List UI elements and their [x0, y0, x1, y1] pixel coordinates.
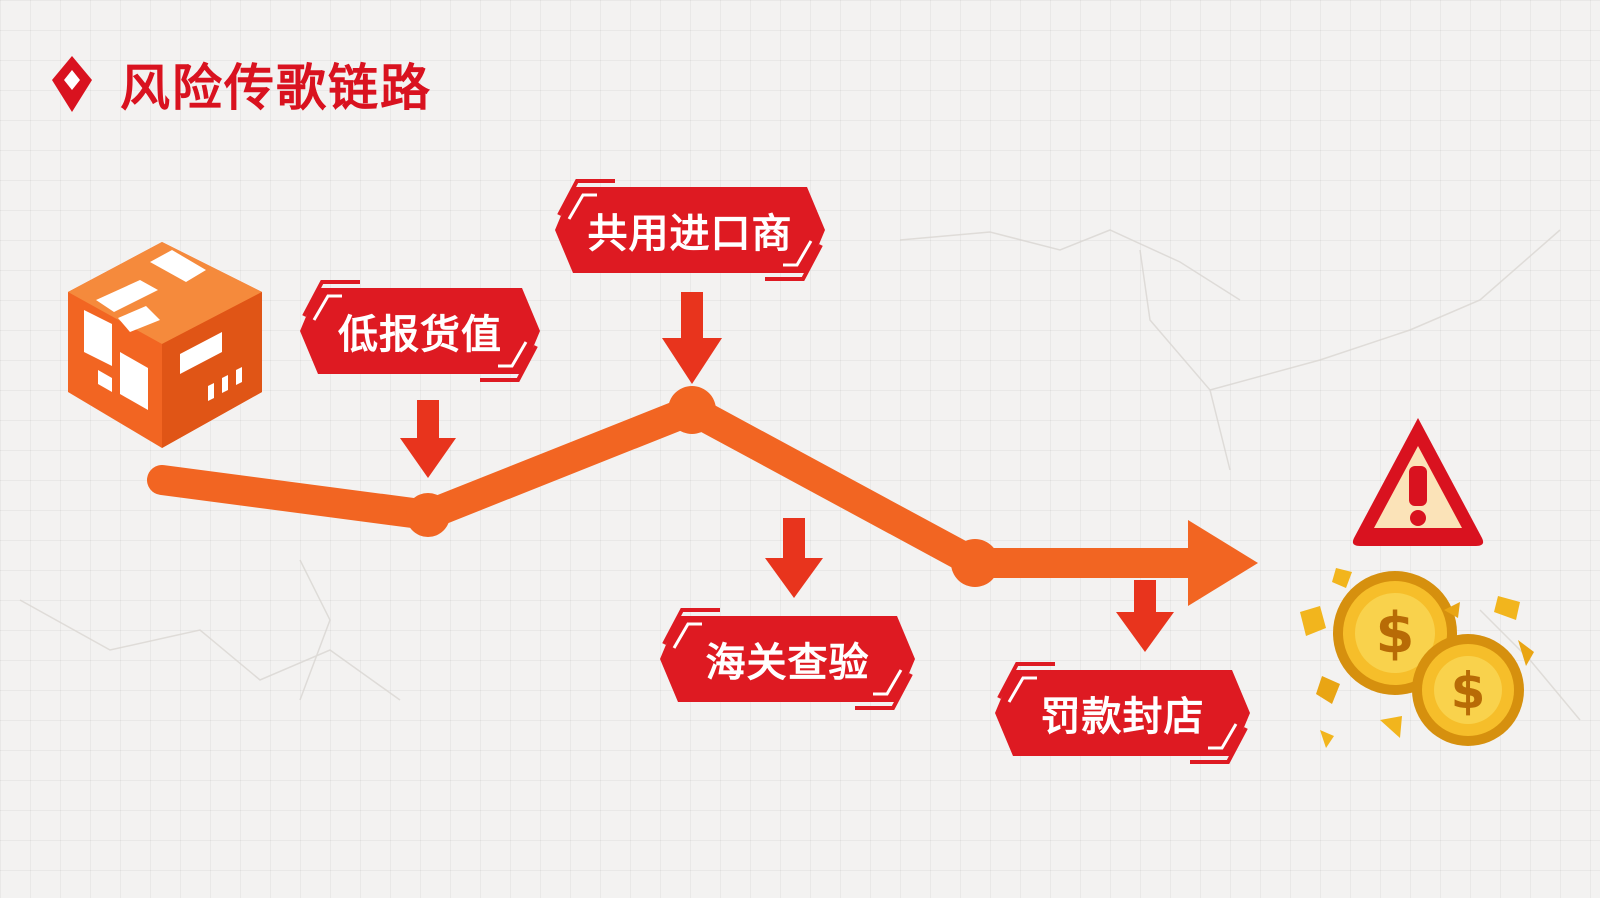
label-frame-icon	[300, 280, 540, 382]
svg-text:$: $	[1376, 601, 1415, 666]
node-customs-inspection: 海关查验	[660, 604, 915, 714]
label-frame-icon	[660, 608, 915, 710]
warning-triangle-icon	[1352, 418, 1484, 546]
background-cracks	[19, 229, 1581, 721]
node-label: 罚款封店	[1040, 694, 1205, 740]
arrow-to-shared-importer-icon	[662, 292, 722, 384]
location-pin-icon	[52, 56, 92, 112]
package-box-icon	[68, 242, 262, 448]
node-shared-importer: 共用进口商	[555, 175, 825, 285]
broken-coins-icon: $ $	[1300, 568, 1534, 748]
flow-path	[147, 386, 1258, 606]
page-title: 风险传歌链路	[120, 59, 432, 117]
arrow-to-customs-inspection-icon	[765, 518, 823, 598]
title-bar: 风险传歌链路	[48, 52, 432, 117]
node-label: 低报货值	[338, 312, 502, 358]
node-fine-store-closure: 罚款封店	[995, 658, 1250, 768]
node-label: 海关查验	[705, 640, 870, 686]
node-low-declare: 低报货值	[300, 276, 540, 386]
label-frame-icon	[555, 179, 825, 281]
down-arrow-icons	[400, 292, 1174, 652]
label-frame-icon	[995, 662, 1250, 764]
arrow-to-low-declare-icon	[400, 400, 456, 478]
svg-text:$: $	[1451, 662, 1486, 720]
arrow-to-fine-store-closure-icon	[1116, 580, 1174, 652]
node-label: 共用进口商	[587, 211, 793, 257]
